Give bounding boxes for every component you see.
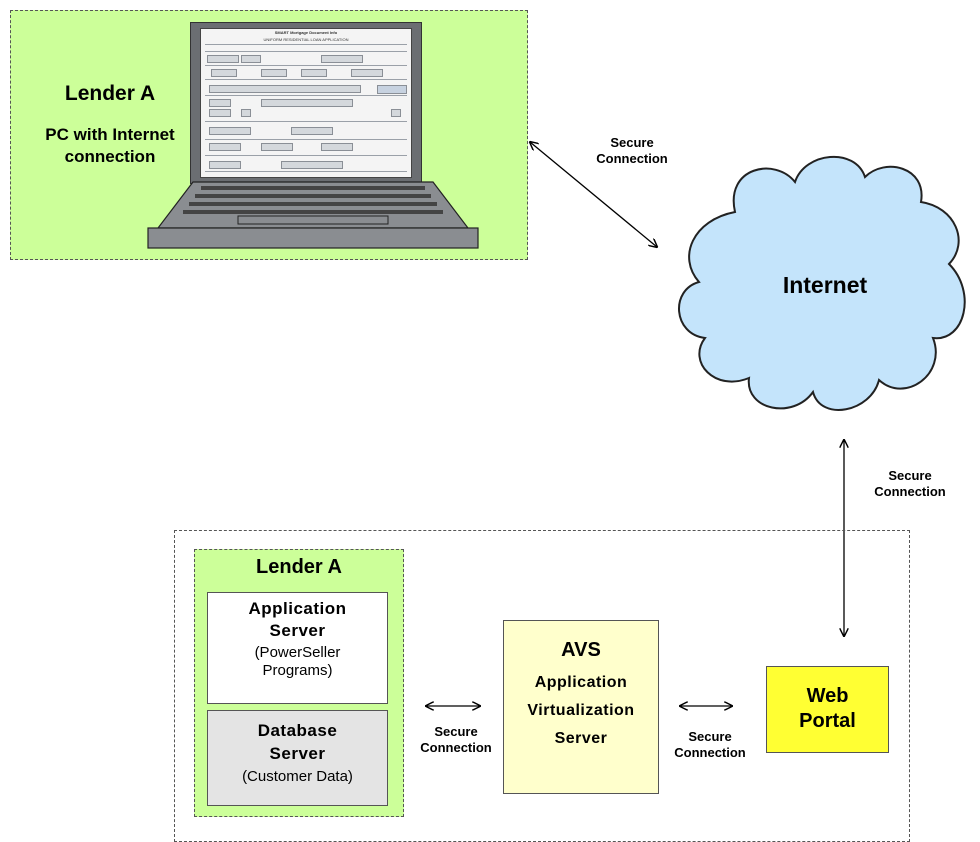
- laptop-screen: SMART Mortgage Document Info UNIFORM RES…: [200, 28, 412, 178]
- arrow-pc-internet: [530, 142, 657, 247]
- application-server-box: Application Server (PowerSeller Programs…: [207, 592, 388, 704]
- app-server-line2: Server: [269, 621, 326, 640]
- lender-pc-title: Lender A: [64, 82, 156, 105]
- web-portal-box: Web Portal: [766, 666, 889, 753]
- secure-connection-label-mid: Secure Connection: [674, 729, 746, 760]
- laptop-base: [147, 181, 479, 249]
- secure-connection-label-right: Secure Connection: [874, 468, 946, 499]
- db-server-line3: (Customer Data): [242, 768, 353, 785]
- web-portal-line2: Portal: [799, 710, 856, 732]
- avs-line1: Application: [534, 674, 628, 691]
- db-server-line1: Database: [257, 721, 338, 740]
- internet-label: Internet: [782, 272, 868, 298]
- web-portal-line1: Web: [806, 685, 849, 707]
- avs-box: AVS Application Virtualization Server: [503, 620, 659, 794]
- app-server-line4: Programs): [262, 662, 333, 679]
- app-server-line1: Application: [248, 599, 347, 618]
- lender-pc-subtitle-1: PC with Internet: [45, 125, 175, 144]
- screen-form-title: UNIFORM RESIDENTIAL LOAN APPLICATION: [263, 37, 349, 42]
- lender-pc-subtitle-2: connection: [64, 147, 156, 166]
- internet-cloud: [678, 155, 966, 411]
- database-server-box: Database Server (Customer Data): [207, 710, 388, 806]
- avs-line2: Virtualization: [527, 702, 635, 719]
- db-server-line2: Server: [269, 744, 326, 763]
- secure-connection-label-left: Secure Connection: [420, 724, 492, 755]
- lender-site-title: Lender A: [256, 556, 342, 578]
- app-server-line3: (PowerSeller: [254, 644, 341, 661]
- avs-line3: Server: [554, 730, 608, 747]
- avs-title: AVS: [561, 639, 601, 661]
- secure-connection-label-top: Secure Connection: [596, 135, 668, 166]
- screen-header: SMART Mortgage Document Info: [274, 30, 338, 35]
